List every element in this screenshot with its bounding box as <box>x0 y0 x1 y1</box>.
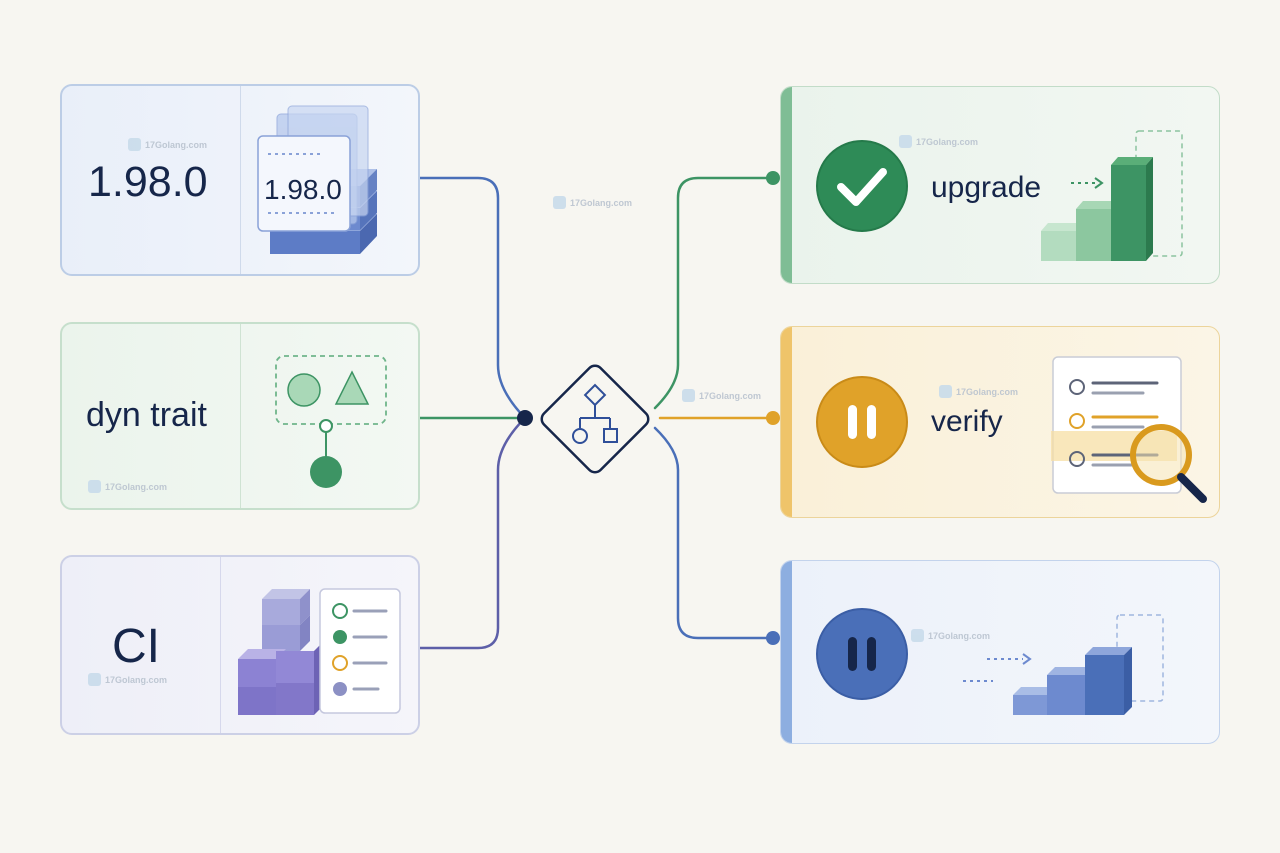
release-card: 17Golang.com <box>780 560 1220 744</box>
trait-shapes-icon <box>275 355 387 488</box>
rising-bars-icon <box>963 614 1164 715</box>
junction-dot-verify <box>766 411 780 425</box>
connector-line-bottom <box>653 426 774 640</box>
ci-card: CI 17Golang.com <box>60 555 420 735</box>
watermark: 17Golang.com <box>88 480 167 493</box>
dyn-trait-label: dyn trait <box>86 396 207 434</box>
connector-line-version <box>418 176 527 420</box>
watermark: 17Golang.com <box>911 629 990 642</box>
junction-dot-upgrade <box>766 171 780 185</box>
connector-line-ci <box>418 416 527 650</box>
version-sheet-label: 1.98.0 <box>264 174 342 205</box>
watermark: 17Golang.com <box>553 196 632 209</box>
pause-icon <box>816 376 908 468</box>
watermark: 17Golang.com <box>128 138 207 151</box>
version-label: 1.98.0 <box>88 158 208 206</box>
verify-label: verify <box>931 405 1003 438</box>
watermark: 17Golang.com <box>682 389 761 402</box>
watermark: 17Golang.com <box>899 135 978 148</box>
stacked-version-sheets-icon <box>257 105 377 254</box>
upgrade-label: upgrade <box>931 171 1042 204</box>
junction-dot-left <box>517 410 533 426</box>
rising-bars-icon <box>1041 130 1183 261</box>
verify-card: verify 17Golang.com <box>780 326 1220 518</box>
pause-icon <box>816 608 908 700</box>
junction-dot-bottom <box>766 631 780 645</box>
ci-blocks-checklist-icon <box>238 588 401 715</box>
ci-label: CI <box>112 620 160 673</box>
checklist-magnifier-icon <box>1051 356 1207 503</box>
hierarchy-diamond-icon <box>540 364 650 474</box>
version-card: 1.98.0 1.98.0 17Golang.com <box>60 84 420 276</box>
watermark: 17Golang.com <box>939 385 1018 398</box>
watermark: 17Golang.com <box>88 673 167 686</box>
upgrade-card: upgrade 17Golang.com <box>780 86 1220 284</box>
connector-line-upgrade <box>653 176 774 410</box>
dyn-trait-card: dyn trait 17Golang.com <box>60 322 420 510</box>
checkmark-icon <box>816 140 908 232</box>
